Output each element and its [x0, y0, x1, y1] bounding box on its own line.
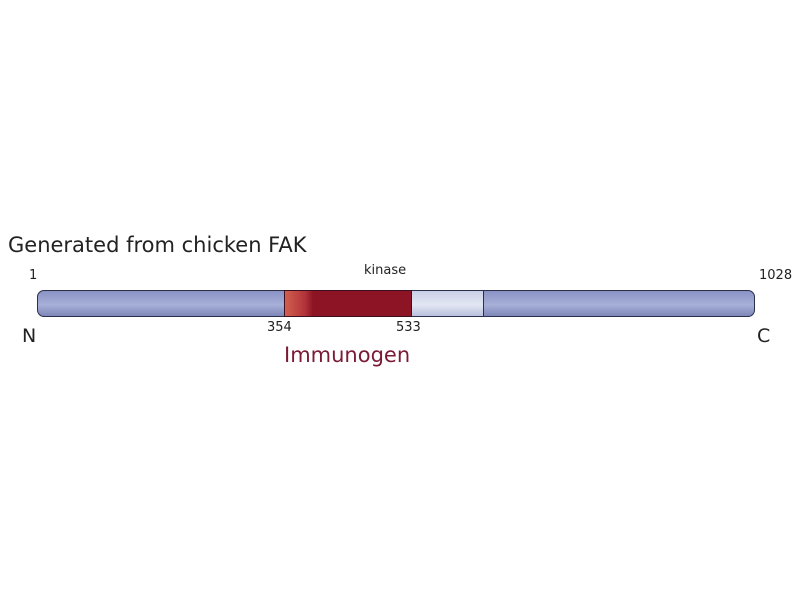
immunogen-label: Immunogen: [284, 343, 411, 367]
kinase-domain-label: kinase: [364, 263, 407, 278]
diagram-title: Generated from chicken FAK: [8, 233, 307, 257]
immunogen-end-label: 533: [396, 320, 421, 335]
n-terminus-label: N: [22, 325, 37, 347]
immunogen-start-label: 354: [267, 320, 292, 335]
c-terminus-label: C: [757, 325, 771, 347]
end-position-label: 1028: [759, 268, 793, 283]
start-position-label: 1: [29, 268, 38, 283]
immunogen-region: [284, 290, 412, 317]
